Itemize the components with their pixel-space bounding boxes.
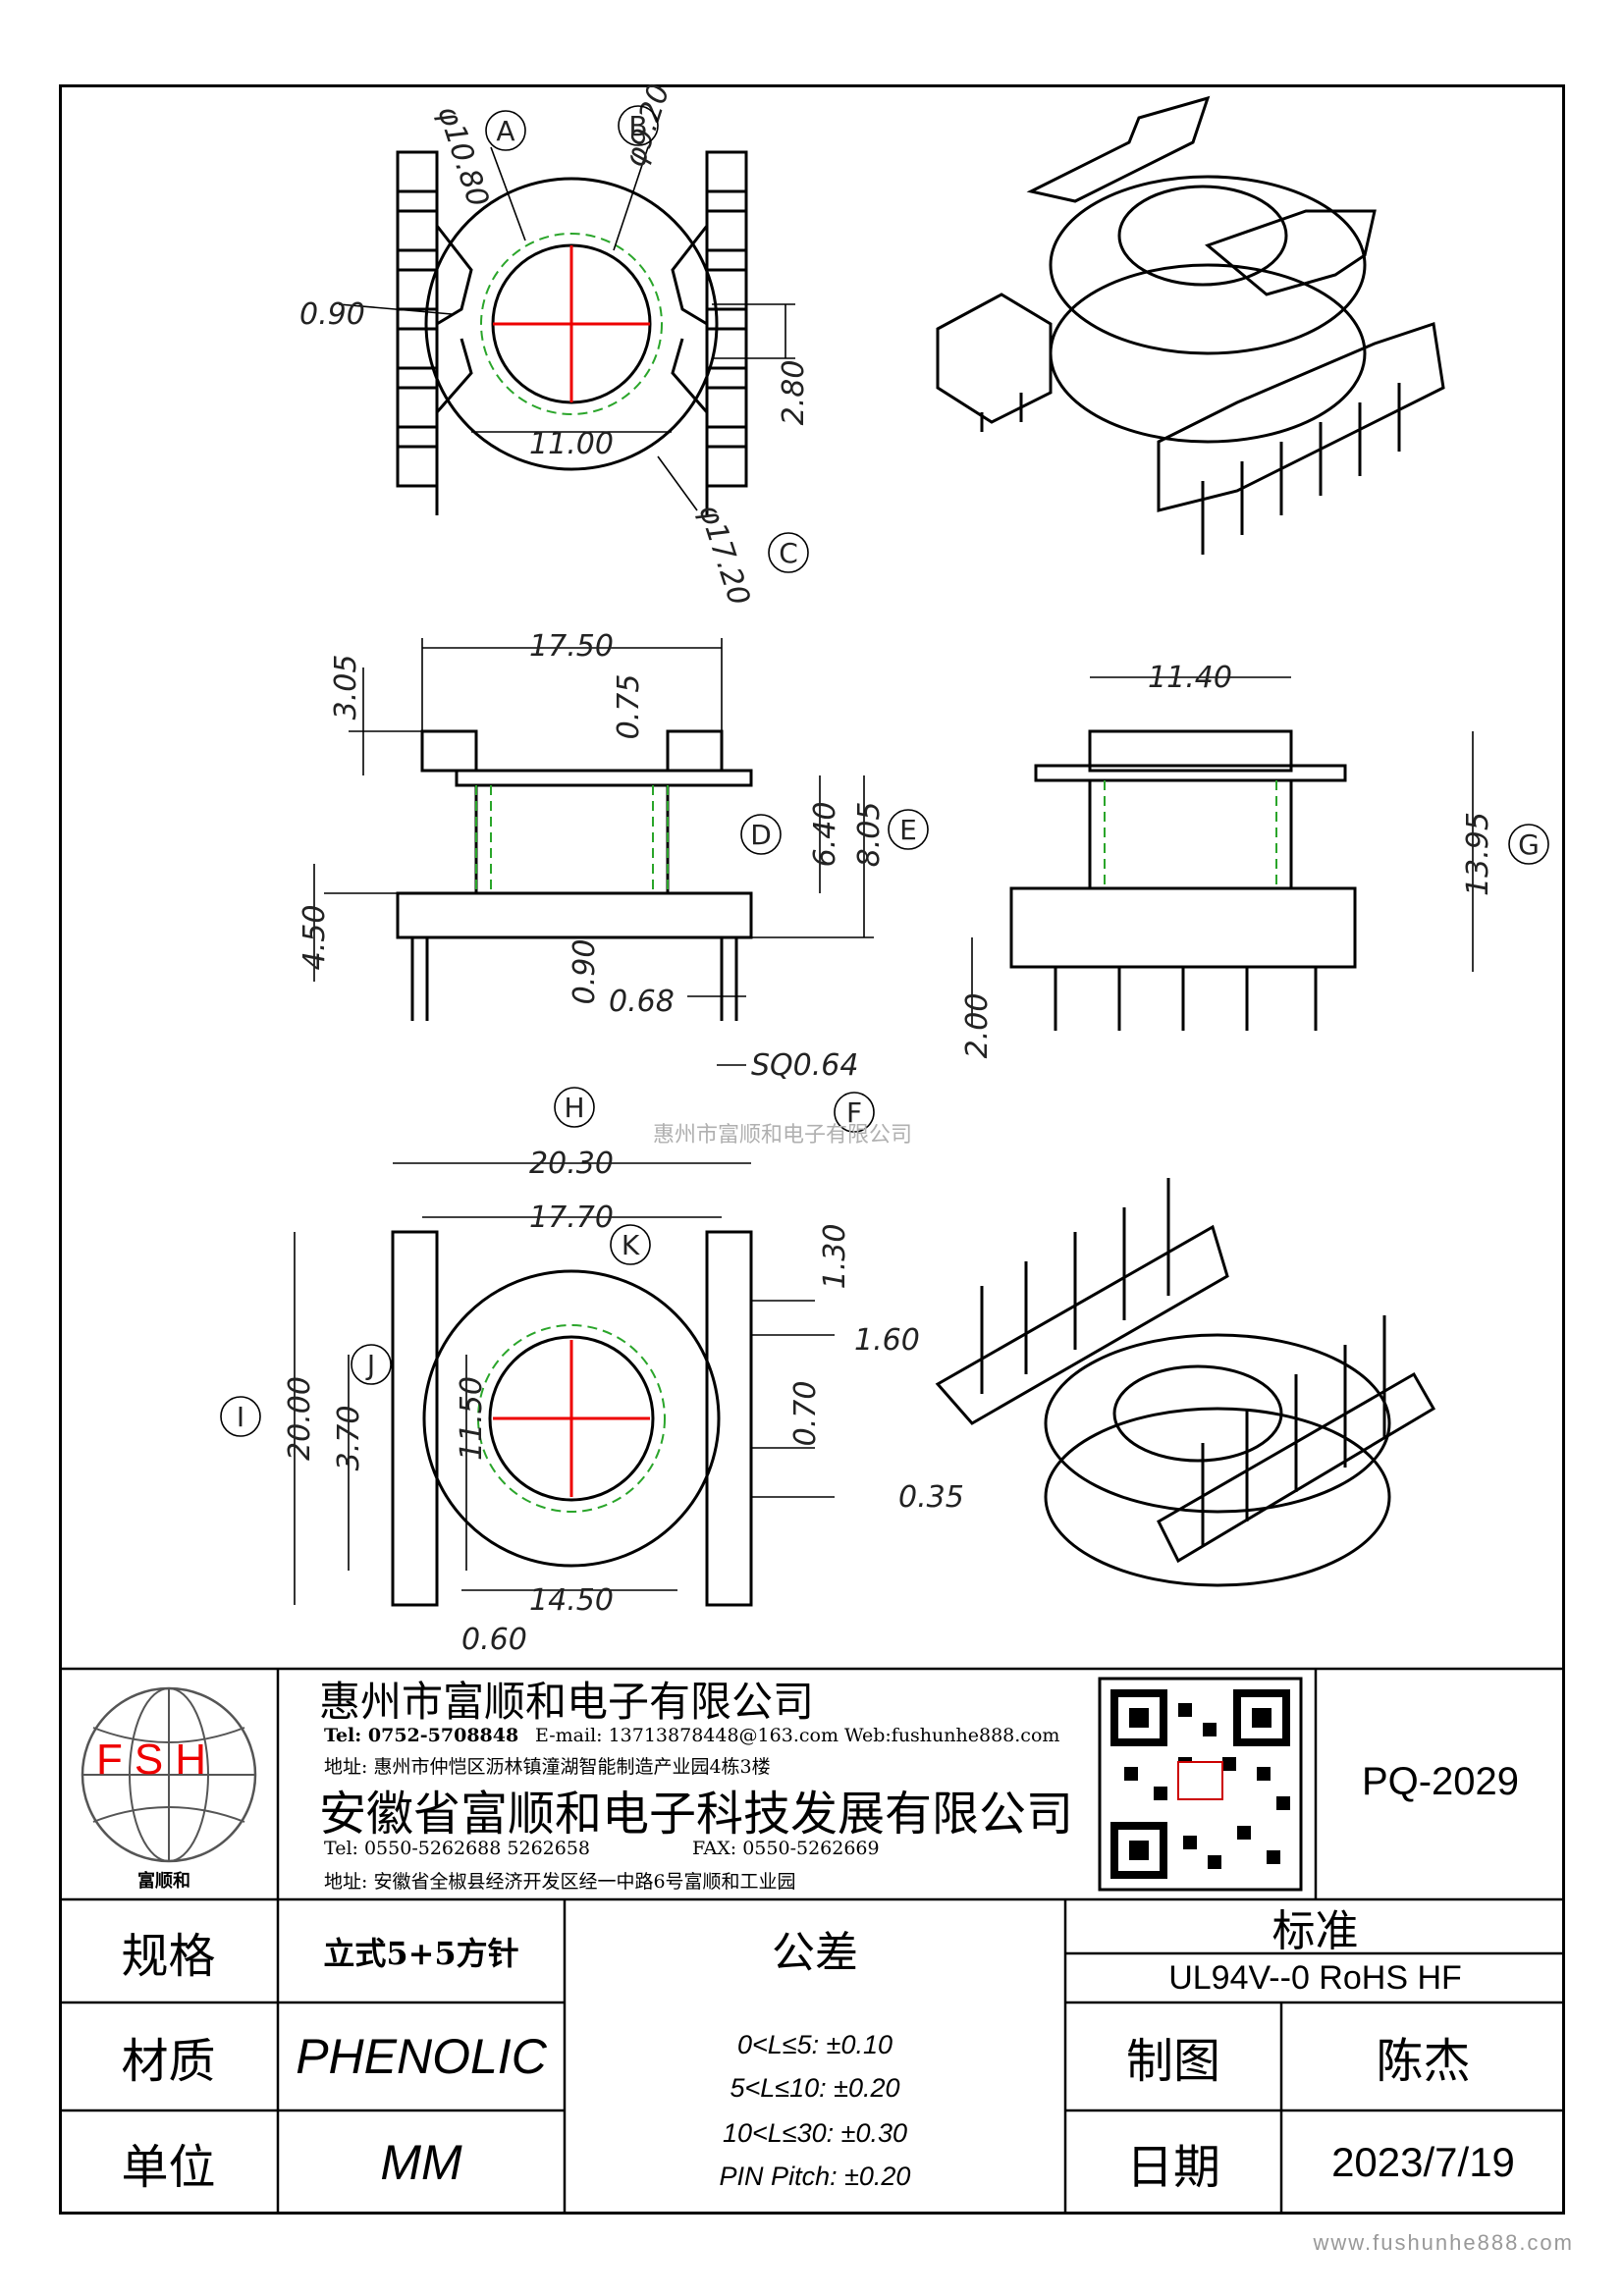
dim-bottom-h4: 0.35 [898, 1480, 964, 1515]
dim-side-h: 13.95 [1461, 812, 1495, 896]
balloon-h: H [564, 1092, 584, 1124]
logo-caption: 富顺和 [137, 1871, 190, 1892]
dim-front-h4: 8.05 [852, 802, 887, 868]
watermark-text: 惠州市富顺和电子有限公司 [653, 1123, 913, 1148]
balloon-j: J [365, 1349, 375, 1381]
spec-value: 立式5+5方针 [323, 1934, 519, 1972]
tolerance-2: 5<L≤10: ±0.20 [730, 2073, 900, 2103]
dim-top-h1: 2.80 [777, 360, 811, 426]
top-view: 11.00 2.80 0.90 φ10.80 φ9.20 φ17.20 A B … [299, 80, 811, 610]
balloon-g: G [1518, 828, 1540, 861]
dim-bottom-height: 20.00 [283, 1376, 317, 1461]
balloon-k: K [622, 1229, 640, 1261]
front-view: 17.50 3.05 0.75 6.40 8.05 4.50 0.90 0.68… [298, 629, 929, 1083]
part-number: PQ-2029 [1361, 1759, 1520, 1803]
material-label: 材质 [121, 2034, 216, 2089]
dim-top-w2: 11.00 [529, 427, 614, 461]
side-view: 11.40 13.95 2.00 G [960, 661, 1549, 1059]
dim-front-h5: 4.50 [298, 905, 332, 971]
dim-bottom-pitch: 3.70 [332, 1406, 366, 1471]
dim-bottom-h2: 1.60 [854, 1323, 920, 1358]
dim-bottom-inner: 11.50 [455, 1376, 489, 1461]
company1-address: 地址: 惠州市仲恺区沥林镇潼湖智能制造产业园4栋3楼 [324, 1756, 771, 1778]
balloon-d: D [750, 819, 772, 851]
balloon-e: E [899, 814, 917, 846]
unit-value: MM [380, 2135, 462, 2190]
dim-side-w: 11.40 [1148, 661, 1232, 695]
iso-view-top [936, 95, 1445, 555]
tolerance-label: 公差 [772, 1928, 858, 1978]
balloon-b: B [628, 110, 647, 142]
dim-bottom-h3: 0.70 [788, 1381, 823, 1447]
company2-name: 安徽省富顺和电子科技发展有限公司 [319, 1787, 1074, 1842]
dim-bottom-base: 14.50 [529, 1583, 614, 1618]
spec-label: 规格 [121, 1928, 216, 1984]
drawing-frame [59, 84, 1565, 2215]
company2-fax: FAX: 0550-5262669 [692, 1838, 880, 1859]
dim-top-w1: 0.90 [299, 297, 365, 332]
dim-top-d-a: φ10.80 [430, 102, 495, 211]
company1-name: 惠州市富顺和电子有限公司 [319, 1678, 815, 1726]
dim-front-w: 17.50 [529, 629, 614, 664]
date-value: 2023/7/19 [1331, 2139, 1515, 2185]
balloon-i: I [237, 1401, 244, 1433]
company2-address: 地址: 安徽省全椒县经济开发区经一中路6号富顺和工业园 [324, 1871, 796, 1893]
iso-view-bottom [935, 1178, 1436, 1587]
company2-tel: Tel: 0550-5262688 5262658 [324, 1838, 591, 1859]
bottom-view: 20.30 17.70 1.30 1.60 0.70 0.35 20.00 3.… [220, 1087, 964, 1657]
qr-code [1098, 1677, 1303, 1892]
company1-email: E-mail: 13713878448@163.com [535, 1725, 839, 1746]
drawn-label: 制图 [1125, 2034, 1220, 2089]
standard-value: UL94V--0 RoHS HF [1168, 1958, 1462, 1997]
dim-front-pin: SQ0.64 [751, 1048, 858, 1083]
date-label: 日期 [1125, 2140, 1220, 2195]
dim-bottom-slot: 0.60 [461, 1623, 527, 1657]
dim-front-h2: 0.75 [612, 674, 646, 740]
dim-front-h3: 6.40 [808, 802, 842, 868]
company1-tel: Tel: 0752-5708848 [324, 1725, 519, 1746]
tolerance-3: 10<L≤30: ±0.30 [722, 2118, 908, 2148]
dim-front-h1: 3.05 [329, 655, 363, 721]
footer-url: www.fushunhe888.com [1313, 2230, 1574, 2255]
company1-web: Web:fushunhe888.com [844, 1725, 1060, 1746]
unit-label: 单位 [121, 2140, 216, 2195]
balloon-c: C [779, 537, 798, 569]
tolerance-1: 0<L≤5: ±0.10 [736, 2030, 893, 2059]
dim-bottom-w2: 17.70 [529, 1201, 614, 1235]
standard-label: 标准 [1271, 1905, 1359, 1956]
dim-bottom-h1: 1.30 [818, 1224, 852, 1290]
drawn-value: 陈杰 [1376, 2034, 1471, 2089]
dim-side-pin: 2.00 [960, 993, 995, 1059]
dim-front-h6: 0.90 [568, 939, 602, 1005]
title-block-grid [59, 1667, 1565, 2215]
tolerance-4: PIN Pitch: ±0.20 [719, 2162, 911, 2191]
logo-text: FSH [96, 1735, 218, 1784]
dim-bottom-w1: 20.30 [529, 1147, 614, 1181]
balloon-f: F [846, 1096, 862, 1129]
fsh-logo [81, 1686, 257, 1863]
dim-top-d-c: φ17.20 [691, 501, 756, 610]
material-value: PHENOLIC [296, 2029, 547, 2084]
balloon-a: A [496, 115, 514, 147]
dim-front-h7: 0.68 [609, 985, 675, 1019]
